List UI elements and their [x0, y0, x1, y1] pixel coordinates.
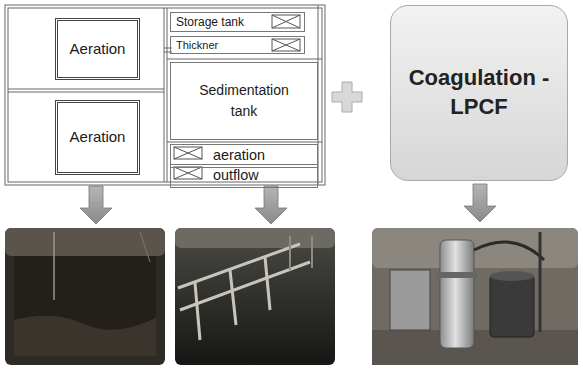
- tank-box: Aeration: [55, 18, 140, 80]
- down-arrow: [464, 184, 496, 222]
- down-arrow: [255, 186, 287, 224]
- floor-plan: [5, 5, 325, 185]
- node-label: Aeration: [70, 126, 126, 149]
- node-label: Coagulation -LPCF: [399, 64, 559, 121]
- photo-aeration-tank: [5, 228, 165, 365]
- node-label: outflow: [213, 165, 259, 187]
- node-label: Thickner: [176, 37, 218, 54]
- plus-sign: [332, 82, 362, 112]
- tank-box: Aeration: [55, 100, 140, 175]
- tank-box: Sedimentation tank: [170, 62, 318, 140]
- process-box: Coagulation -LPCF: [390, 5, 568, 181]
- down-arrow: [80, 186, 112, 224]
- photo-sedimentation-tank: [175, 228, 335, 365]
- tank-strip: outflow: [170, 164, 318, 188]
- hatch-box: [174, 15, 300, 179]
- node-label: Aeration: [70, 38, 126, 61]
- tank-strip: Thickner: [170, 36, 305, 54]
- node-label: Sedimentation tank: [191, 80, 297, 122]
- photo-lpcf-unit: [372, 228, 578, 365]
- tank-strip: Storage tank: [170, 12, 305, 32]
- node-label: Storage tank: [176, 13, 244, 31]
